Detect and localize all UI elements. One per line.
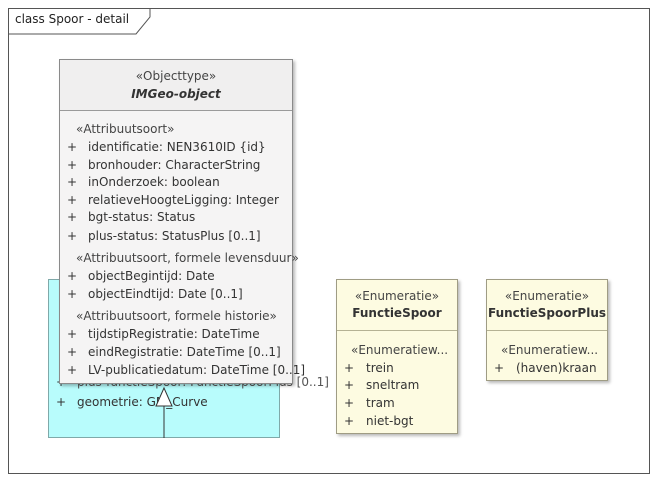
enum-functie-spoor-stereotype: «Enumeratie» [354,289,440,303]
imgeo-object-name: IMGeo-object [131,87,221,101]
attribute-group-label: «Attribuutsoort» [76,122,175,136]
enum-functie-spoor-plus-name: FunctieSpoorPlus [487,306,607,320]
imgeo-object-class-box[interactable]: «Objecttype» IMGeo-object «Attribuutsoor… [59,59,305,384]
imgeo-object-stereotype: «Objecttype» [135,69,217,83]
diagram-frame: class Spoor - detail [8,8,650,474]
frame-title-tab [9,9,151,35]
enum-functie-spoor-plus-header: «Enumeratie» FunctieSpoorPlus [487,280,607,331]
enum-functie-spoor-name: FunctieSpoor [352,306,442,320]
enum-functie-spoor-plus-stereotype: «Enumeratie» [504,289,590,303]
diagram-title: class Spoor - detail [15,12,130,26]
enum-functie-spoor-plus-box[interactable]: «Enumeratie» FunctieSpoorPlus «Enumerati… [486,279,608,381]
enum-section-label: «Enumeratiew... [501,343,599,357]
enum-section-label: «Enumeratiew... [351,343,449,357]
attribute-group-label: «Attribuutsoort, formele levensduur» [76,251,299,265]
attribute-group-label: «Attribuutsoort, formele historie» [76,309,277,323]
enum-functie-spoor-box[interactable]: «Enumeratie» FunctieSpoor «Enumeratiew..… [336,279,458,434]
imgeo-object-header: «Objecttype» IMGeo-object [60,60,292,111]
enum-functie-spoor-header: «Enumeratie» FunctieSpoor [337,280,457,331]
